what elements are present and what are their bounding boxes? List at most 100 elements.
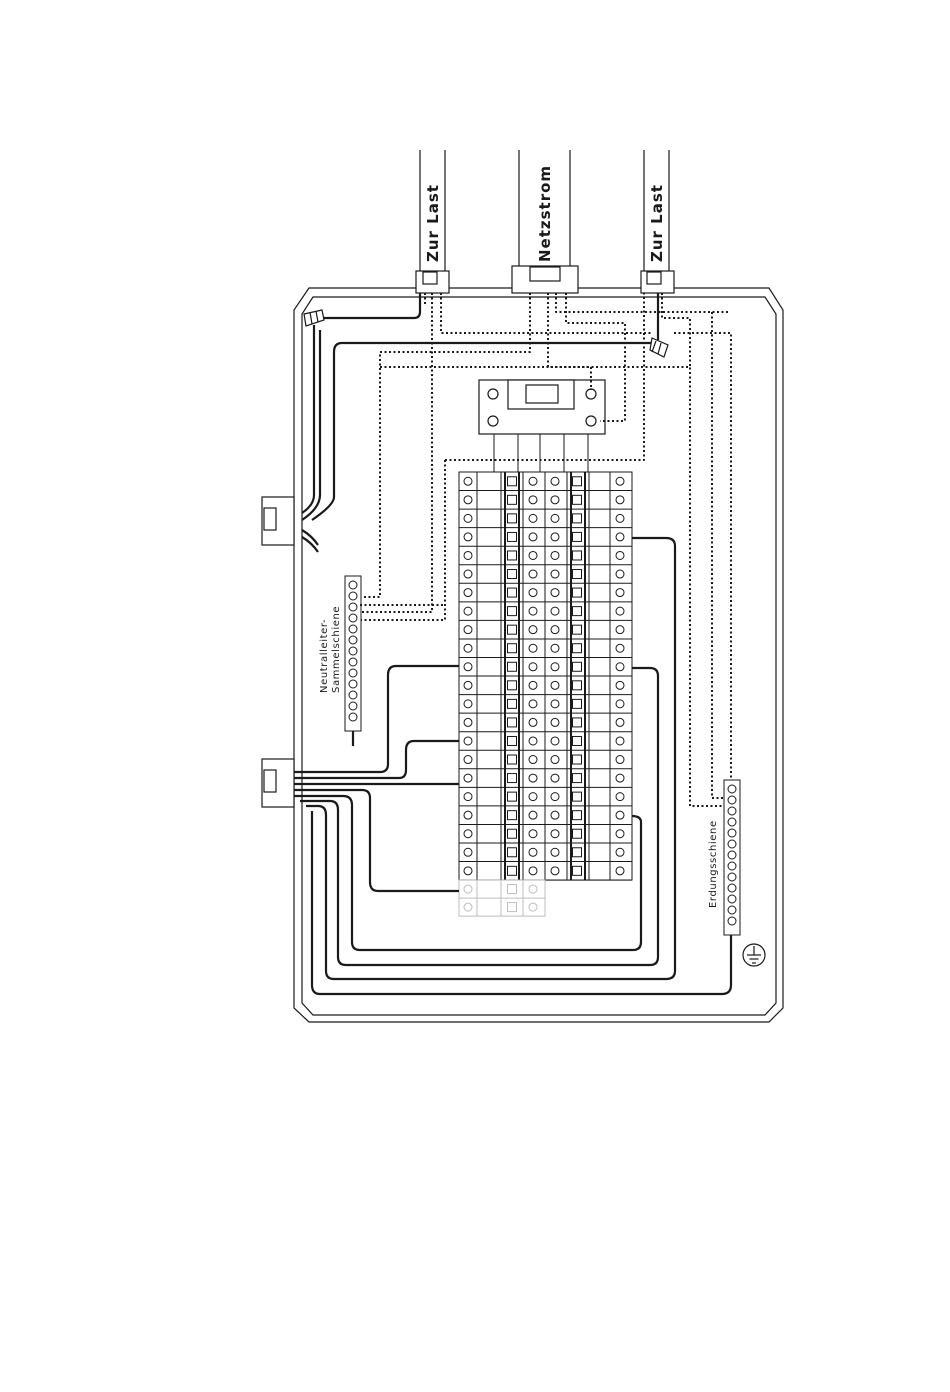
breaker-terminal [464,700,472,708]
breaker-terminal [551,626,559,634]
ghost-breaker-terminal [464,885,472,893]
breaker-terminal [529,867,537,875]
breaker-terminal [464,756,472,764]
breaker-terminal [616,496,624,504]
breaker-terminal [551,718,559,726]
breaker-terminal [616,663,624,671]
breaker-terminal [616,589,624,597]
neutral-bar-terminal [349,625,357,633]
ground-bar-terminal [728,818,736,826]
breaker-terminal [529,607,537,615]
breaker-terminal [616,514,624,522]
breaker-terminal [551,607,559,615]
breaker-switch [508,551,517,560]
breaker-terminal [529,663,537,671]
breaker-terminal [551,533,559,541]
breaker-terminal [551,551,559,559]
breaker-terminal [616,848,624,856]
neutral-bar-terminal [349,603,357,611]
breaker-switch [573,848,582,857]
breaker-terminal [464,551,472,559]
breaker-terminal [551,848,559,856]
breaker-switch [508,866,517,875]
ground-bar-terminal [728,895,736,903]
breaker-terminal [551,737,559,745]
breaker-terminal [551,830,559,838]
breaker-terminal [464,811,472,819]
breaker-terminal [529,811,537,819]
breaker-switch [508,681,517,690]
breaker-terminal [551,681,559,689]
left-knockout-upper [262,497,294,545]
breaker-switch [508,699,517,708]
breaker-switch [573,551,582,560]
breaker-terminal [551,644,559,652]
ghost-breaker-switch [508,885,517,894]
breaker-terminal [464,774,472,782]
breaker-terminal [529,533,537,541]
neutral-bar-terminal [349,680,357,688]
breaker-switch [573,514,582,523]
breaker-switch [508,662,517,671]
ground-bar-terminal [728,862,736,870]
neutral-bar-label-line1: Neutralleiter- [319,619,330,693]
breaker-terminal [616,737,624,745]
breaker-switch [573,736,582,745]
breaker-switch [573,644,582,653]
ghost-breaker-switch [508,903,517,912]
neutral-bar-terminal [349,669,357,677]
ground-bar-terminal [728,884,736,892]
breaker-terminal [616,867,624,875]
breaker-switch [573,532,582,541]
ground-bar-terminal [728,873,736,881]
cable-label-mains: Netzstrom [536,165,554,262]
breaker-switch [573,495,582,504]
breaker-terminal [551,867,559,875]
breaker-switch [508,718,517,727]
ghost-breaker-terminal [464,903,472,911]
ground-bar-terminal [728,906,736,914]
breaker-terminal [616,793,624,801]
breaker-switch [573,477,582,486]
ground-bar-terminal [728,829,736,837]
breaker-terminal [551,570,559,578]
breaker-switch [573,699,582,708]
breaker-switch [508,588,517,597]
breaker-switch [508,644,517,653]
ground-bar-terminal [728,807,736,815]
ground-bar [724,780,740,935]
breaker-switch [573,774,582,783]
breaker-switch [508,495,517,504]
breaker-terminal [616,811,624,819]
breaker-switch [508,570,517,579]
breaker-switch [508,477,517,486]
breaker-terminal [616,626,624,634]
breaker-terminal [529,644,537,652]
breaker-switch [573,866,582,875]
breaker-terminal [464,514,472,522]
neutral-bar-terminal [349,636,357,644]
breaker-terminal [464,681,472,689]
breaker-terminal [464,626,472,634]
neutral-bar-terminal [349,691,357,699]
breaker-terminal [464,589,472,597]
breaker-terminal [616,700,624,708]
breaker-terminal [529,793,537,801]
ground-symbol-icon [743,944,765,966]
breaker-terminal [464,737,472,745]
breaker-terminal [616,644,624,652]
breaker-terminal [529,477,537,485]
breaker-switch [508,736,517,745]
cable-label-load-left: Zur Last [424,184,442,262]
breaker-terminal [551,811,559,819]
breaker-terminal [529,496,537,504]
ghost-breaker-terminal [529,903,537,911]
neutral-bar-terminal [349,592,357,600]
breaker-switch [573,718,582,727]
neutral-bar-label-line2: Sammelschiene [331,606,342,693]
breaker-terminal [464,848,472,856]
breaker-switch [573,662,582,671]
breaker-switch [573,811,582,820]
breaker-terminal [616,533,624,541]
breaker-terminal [464,477,472,485]
